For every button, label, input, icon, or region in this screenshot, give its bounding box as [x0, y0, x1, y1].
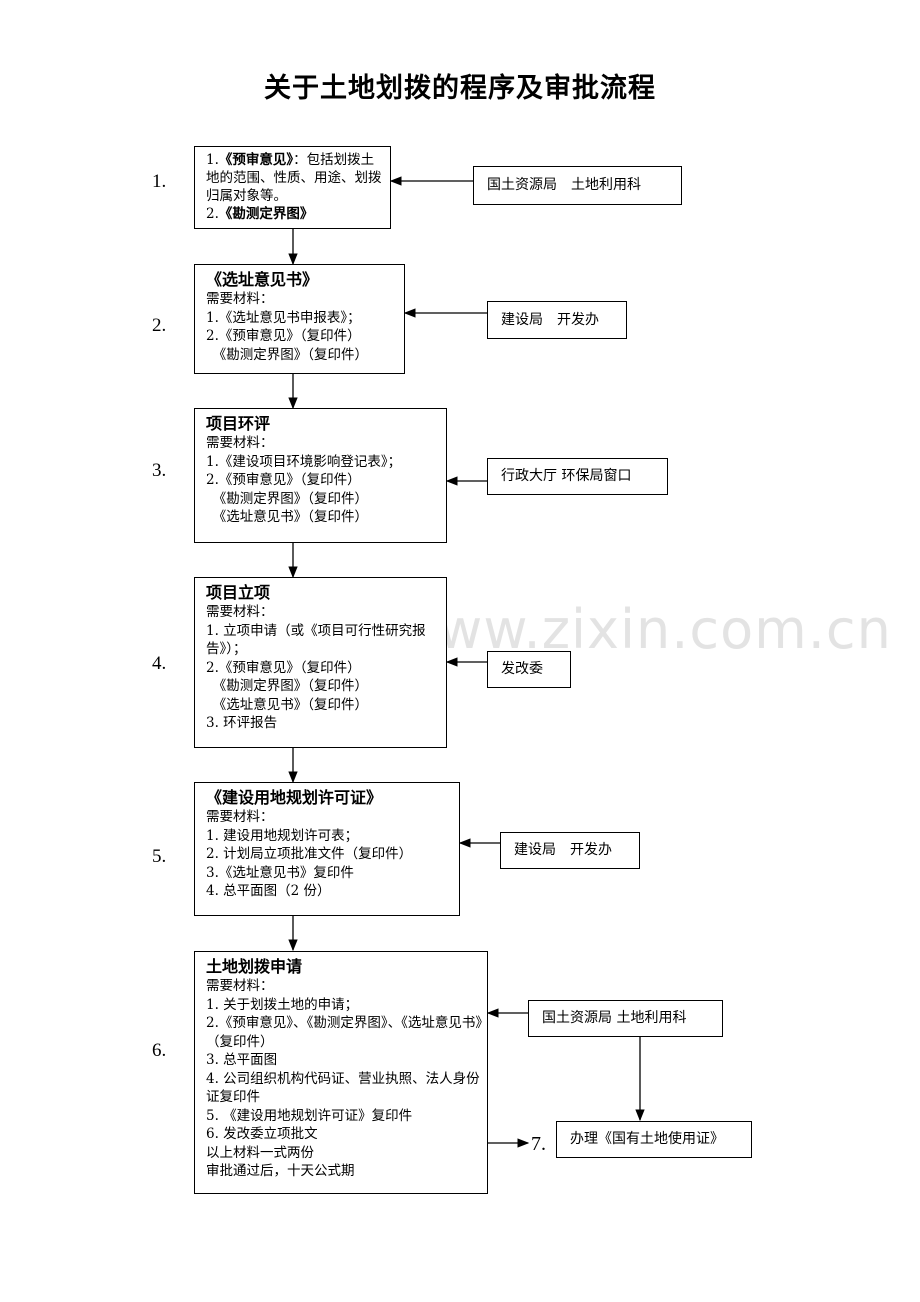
- step-box-planning-permit: 《建设用地规划许可证》 需要材料： 1. 建设用地规划许可表； 2. 计划局立项…: [194, 782, 460, 916]
- step-heading: 项目环评: [206, 414, 271, 433]
- step-text: 2.《勘测定界图》: [206, 206, 314, 222]
- step-heading: 土地划拨申请: [206, 957, 303, 976]
- step-number: 3.: [152, 460, 167, 481]
- source-dept-box: 建设局 开发办: [487, 301, 627, 339]
- step-line: 《勘测定界图》（复印件）: [206, 678, 368, 694]
- step-line: 1. 立项申请（或《项目可行性研究报告》）；: [206, 622, 426, 658]
- step-line: 需要材料：: [206, 291, 274, 307]
- step-box-environment-assessment: 项目环评 需要材料： 1.《建设项目环境影响登记表》； 2.《预审意见》（复印件…: [194, 408, 447, 543]
- final-step-box: 办理《国有土地使用证》: [556, 1121, 752, 1158]
- step-heading: 《选址意见书》: [206, 270, 319, 289]
- step-line: 6. 发改委立项批文: [206, 1126, 318, 1142]
- step-number: 5.: [152, 846, 167, 867]
- step-line: 需要材料：: [206, 809, 274, 825]
- step-number: 7.: [531, 1133, 546, 1155]
- step-number: 1.: [152, 171, 167, 192]
- step-line: 5. 《建设用地规划许可证》复印件: [206, 1107, 413, 1124]
- source-dept-box: 建设局 开发办: [500, 832, 640, 869]
- step-line: 《选址意见书》（复印件）: [206, 696, 368, 713]
- step-heading: 项目立项: [206, 583, 271, 602]
- source-dept-box: 发改委: [487, 651, 571, 688]
- step-line: 1.《选址意见书申报表》；: [206, 309, 361, 326]
- step-line: 《勘测定界图》（复印件）: [206, 346, 368, 363]
- step-line: 3.《选址意见书》复印件: [206, 864, 354, 881]
- step-line: 2.《预审意见》、《勘测定界图》、《选址意见书》（复印件）: [206, 1015, 483, 1050]
- step-line: 3. 总平面图: [206, 1052, 278, 1068]
- step-line: 1.《建设项目环境影响登记表》；: [206, 453, 402, 470]
- step-heading: 《建设用地规划许可证》: [206, 788, 383, 807]
- step-line: 2.《预审意见》（复印件）: [206, 472, 361, 488]
- source-dept-box: 国土资源局 土地利用科: [528, 1000, 723, 1037]
- step-line: 审批通过后，十天公式期: [206, 1163, 355, 1179]
- step-line: 《勘测定界图》（复印件）: [206, 490, 368, 507]
- page-title: 关于土地划拨的程序及审批流程: [264, 73, 656, 104]
- step-line: 1. 关于划拨土地的申请；: [206, 996, 359, 1013]
- step-line: 4. 公司组织机构代码证、营业执照、法人身份证复印件: [206, 1070, 480, 1106]
- step-line: 3. 环评报告: [206, 715, 278, 731]
- step-line: 需要材料：: [206, 604, 274, 620]
- step-number: 4.: [152, 653, 167, 674]
- step-line: 《选址意见书》（复印件）: [206, 509, 368, 525]
- step-line: 4. 总平面图（2 份）: [206, 883, 331, 899]
- step-text: 1.《预审意见》：包括划拨土地的范围、性质、用途、划拨归属对象等。: [206, 152, 382, 204]
- step-line: 1. 建设用地规划许可表；: [206, 827, 359, 844]
- step-line: 2. 计划局立项批准文件（复印件）: [206, 846, 413, 862]
- step-line: 需要材料：: [206, 978, 274, 994]
- step-box-land-allocation-application: 土地划拨申请 需要材料： 1. 关于划拨土地的申请； 2.《预审意见》、《勘测定…: [194, 951, 488, 1194]
- step-box-pre-review: 1.《预审意见》：包括划拨土地的范围、性质、用途、划拨归属对象等。 2.《勘测定…: [194, 146, 391, 229]
- step-line: 2.《预审意见》（复印件）: [206, 328, 361, 344]
- source-dept-box: 国土资源局 土地利用科: [473, 166, 682, 205]
- step-number: 6.: [152, 1040, 167, 1061]
- step-line: 2.《预审意见》（复印件）: [206, 659, 361, 676]
- step-line: 需要材料：: [206, 435, 274, 451]
- watermark: www.zixin.com.cn: [393, 598, 892, 661]
- source-dept-box: 行政大厅 环保局窗口: [487, 458, 668, 495]
- step-box-site-selection: 《选址意见书》 需要材料： 1.《选址意见书申报表》； 2.《预审意见》（复印件…: [194, 264, 405, 374]
- step-number: 2.: [152, 315, 167, 336]
- step-box-project-approval: 项目立项 需要材料： 1. 立项申请（或《项目可行性研究报告》）； 2.《预审意…: [194, 577, 447, 748]
- step-line: 以上材料一式两份: [206, 1144, 314, 1161]
